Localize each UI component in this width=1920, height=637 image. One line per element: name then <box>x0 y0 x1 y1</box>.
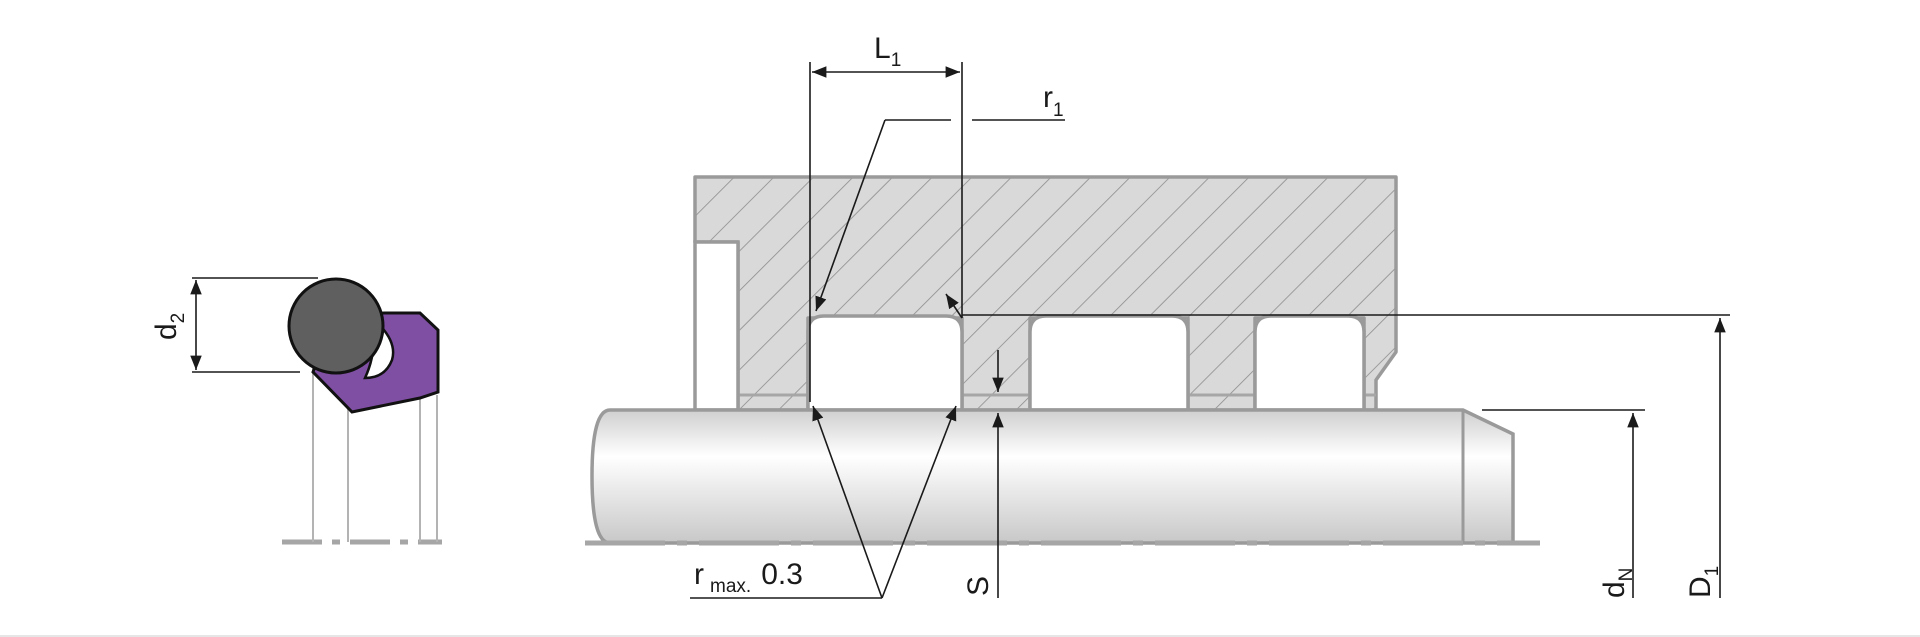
dim-label-d2: d2 <box>150 313 189 340</box>
groove-2 <box>1028 314 1190 412</box>
seal-profile-detail <box>190 277 442 545</box>
dim-label-r1: r1 <box>1043 81 1064 121</box>
groove-1 <box>806 314 964 412</box>
dim-label-dn: dN <box>1598 568 1637 598</box>
shaft <box>585 408 1540 546</box>
housing-cross-section <box>693 175 1398 412</box>
o-ring <box>287 277 385 375</box>
dim-label-s: S <box>962 576 995 596</box>
groove-3 <box>1253 314 1366 412</box>
dim-label-d1: D1 <box>1684 566 1723 598</box>
dimension-lines <box>690 62 1730 599</box>
dim-label-l1: L1 <box>874 32 901 71</box>
